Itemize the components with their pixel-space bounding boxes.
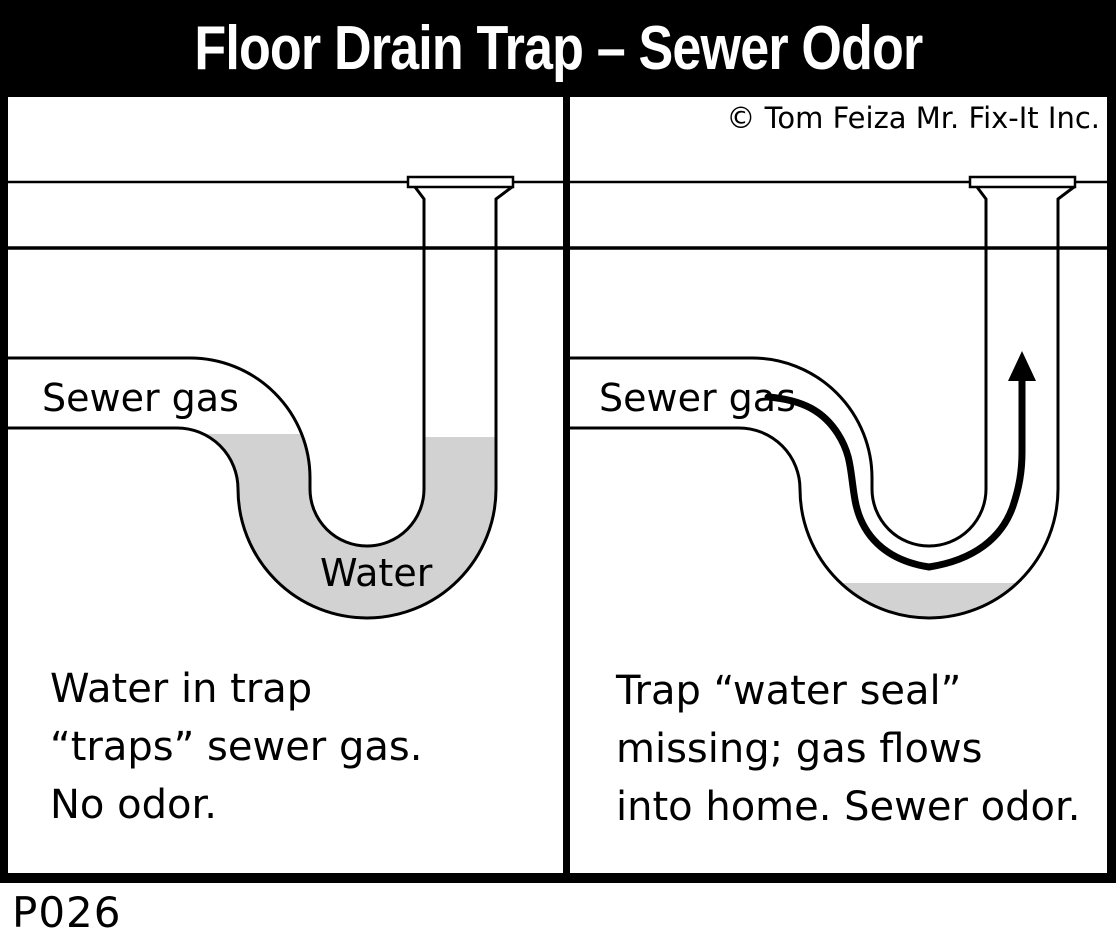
panel-divider (563, 97, 570, 883)
right-panel-diagram (568, 175, 1107, 620)
left-caption-line-2: “traps” sewer gas. (50, 724, 423, 770)
frame-bottom-border (0, 873, 1116, 883)
right-caption: Trap “water seal” missing; gas flows int… (616, 662, 1080, 836)
right-caption-line-2: missing; gas flows (616, 726, 983, 772)
left-sewer-gas-label: Sewer gas (42, 376, 239, 420)
figure-frame (0, 97, 1116, 883)
left-caption-line-1: Water in trap (50, 666, 313, 712)
right-caption-line-1: Trap “water seal” (616, 668, 962, 714)
arrowhead-up-icon (1008, 351, 1036, 381)
right-sewer-gas-label: Sewer gas (599, 376, 796, 420)
left-caption: Water in trap “traps” sewer gas. No odor… (50, 660, 422, 834)
frame-left-border (0, 97, 8, 883)
title-bar: Floor Drain Trap – Sewer Odor (0, 0, 1116, 97)
gas-flow-arrow (764, 351, 1036, 571)
figure-code: P026 (12, 888, 122, 937)
water-label: Water (320, 551, 433, 595)
copyright-text: © Tom Feiza Mr. Fix-It Inc. (726, 101, 1100, 135)
trap-water-fill (203, 434, 496, 618)
left-caption-line-3: No odor. (50, 782, 217, 828)
figure-title: Floor Drain Trap – Sewer Odor (193, 14, 923, 83)
trap-puddle-fill (840, 583, 1018, 618)
frame-right-border (1107, 97, 1116, 883)
right-caption-line-3: into home. Sewer odor. (616, 784, 1081, 830)
left-panel-diagram (6, 175, 563, 620)
